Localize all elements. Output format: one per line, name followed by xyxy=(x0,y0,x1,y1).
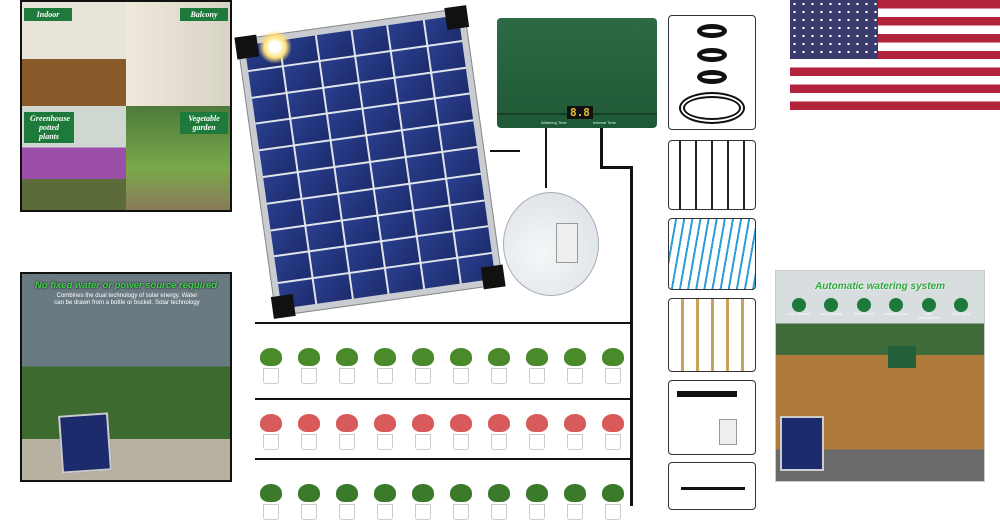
scene-label: Greenhouse potted plants xyxy=(24,112,74,143)
scene-vegetable-garden: Vegetable garden xyxy=(126,106,230,210)
feature-label: Large Capacity xyxy=(819,312,844,316)
potted-plant xyxy=(410,480,436,520)
usage-scenes-panel: Indoor Balcony Greenhouse potted plants … xyxy=(20,0,232,212)
small-solar-panel-image xyxy=(58,412,112,474)
potted-plant xyxy=(448,344,474,384)
scene-indoor: Indoor xyxy=(22,2,126,106)
feature-label: Intelligent Timer xyxy=(883,312,909,316)
controller-display: 8.8 xyxy=(567,106,593,119)
feature-item: Professional xyxy=(849,298,879,320)
feature-label: Professional xyxy=(854,312,874,316)
potted-plant xyxy=(296,344,322,384)
feature-label: Easy Setup xyxy=(952,312,970,316)
main-tube xyxy=(630,166,633,506)
potted-plant xyxy=(448,410,474,450)
feature-item: Large Capacity xyxy=(816,298,846,320)
feature-icon xyxy=(889,298,904,312)
potted-plant xyxy=(372,410,398,450)
potted-plant xyxy=(258,344,284,384)
drip-line xyxy=(255,322,631,324)
auto-solar-panel-image xyxy=(780,416,824,471)
feature-item: Easy Setup xyxy=(946,298,976,320)
auto-controller-image xyxy=(888,346,916,368)
accessory-stake xyxy=(668,462,756,510)
potted-plant xyxy=(334,410,360,450)
accessory-connectors-filter xyxy=(668,380,756,455)
feature-item: Intelligent Timer xyxy=(881,298,911,320)
potted-plant xyxy=(486,480,512,520)
automatic-watering-panel: Automatic watering system Solar Powered L… xyxy=(775,270,985,482)
potted-plant xyxy=(258,480,284,520)
potted-plant xyxy=(486,410,512,450)
feature-item: Solar Powered xyxy=(784,298,814,320)
scene-label: Vegetable garden xyxy=(180,112,228,134)
outdoor-subtext: Combines the dual technology of solar en… xyxy=(54,293,200,306)
potted-plant xyxy=(372,480,398,520)
potted-plant xyxy=(524,480,550,520)
tube xyxy=(545,128,547,188)
feature-icon xyxy=(792,298,806,312)
sun-glare-icon xyxy=(258,30,292,64)
accessory-anchors-screws xyxy=(668,298,756,372)
potted-plant xyxy=(524,344,550,384)
scene-greenhouse: Greenhouse potted plants xyxy=(22,106,126,210)
accessory-tubing xyxy=(668,15,756,130)
outdoor-usage-panel: No fixed water or power source required … xyxy=(20,272,232,482)
potted-plant xyxy=(258,410,284,450)
drip-line xyxy=(255,458,631,460)
potted-plant xyxy=(562,410,588,450)
potted-plant xyxy=(334,480,360,520)
accessory-tee-connectors xyxy=(668,140,756,210)
potted-plant xyxy=(562,344,588,384)
feature-icon xyxy=(824,298,839,312)
outdoor-headline: No fixed water or power source required xyxy=(34,280,218,291)
feature-label: Solar Powered xyxy=(787,312,811,316)
controller-box-image: 8.8 Watering Time Interval Time xyxy=(497,18,657,128)
potted-plant xyxy=(410,344,436,384)
water-container-image xyxy=(503,192,599,296)
pump-icon xyxy=(556,223,578,263)
us-flag-icon xyxy=(790,0,1000,110)
potted-plant xyxy=(334,344,360,384)
scene-label: Balcony xyxy=(180,8,228,21)
feature-item: Water Management xyxy=(914,298,944,320)
scene-balcony: Balcony xyxy=(126,2,230,106)
cable xyxy=(490,150,520,152)
feature-label: Water Management xyxy=(918,312,939,320)
potted-plant xyxy=(486,344,512,384)
auto-headline: Automatic watering system xyxy=(814,281,946,292)
interval-time-label: Interval Time xyxy=(593,120,616,125)
potted-plant xyxy=(296,410,322,450)
potted-plant xyxy=(448,480,474,520)
potted-plant xyxy=(410,410,436,450)
potted-plant xyxy=(600,344,626,384)
drip-line xyxy=(255,398,631,400)
potted-plant xyxy=(524,410,550,450)
potted-plant xyxy=(562,480,588,520)
feature-icon xyxy=(856,298,871,312)
potted-plant xyxy=(296,480,322,520)
feature-icon xyxy=(921,298,936,312)
accessory-drip-stakes xyxy=(668,218,756,290)
watering-time-label: Watering Time xyxy=(541,120,567,125)
tube xyxy=(600,128,603,168)
potted-plant xyxy=(600,410,626,450)
tube xyxy=(600,166,632,169)
potted-plant xyxy=(372,344,398,384)
potted-plant xyxy=(600,480,626,520)
scene-label: Indoor xyxy=(24,8,72,21)
feature-icon xyxy=(953,298,968,312)
